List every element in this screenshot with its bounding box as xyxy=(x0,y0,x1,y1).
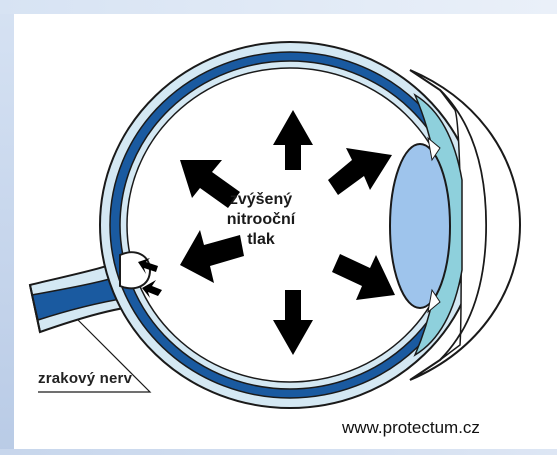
optic-nerve-label: zrakový nerv xyxy=(38,370,132,387)
pressure-label-line-2: nitrooční xyxy=(196,210,326,230)
pressure-label-line-3: tlak xyxy=(196,230,326,250)
optic-disc xyxy=(120,252,150,288)
pressure-label-line-1: zvýšený xyxy=(196,190,326,210)
pressure-label: zvýšený nitrooční tlak xyxy=(196,190,326,250)
source-credit: www.protectum.cz xyxy=(342,418,480,438)
